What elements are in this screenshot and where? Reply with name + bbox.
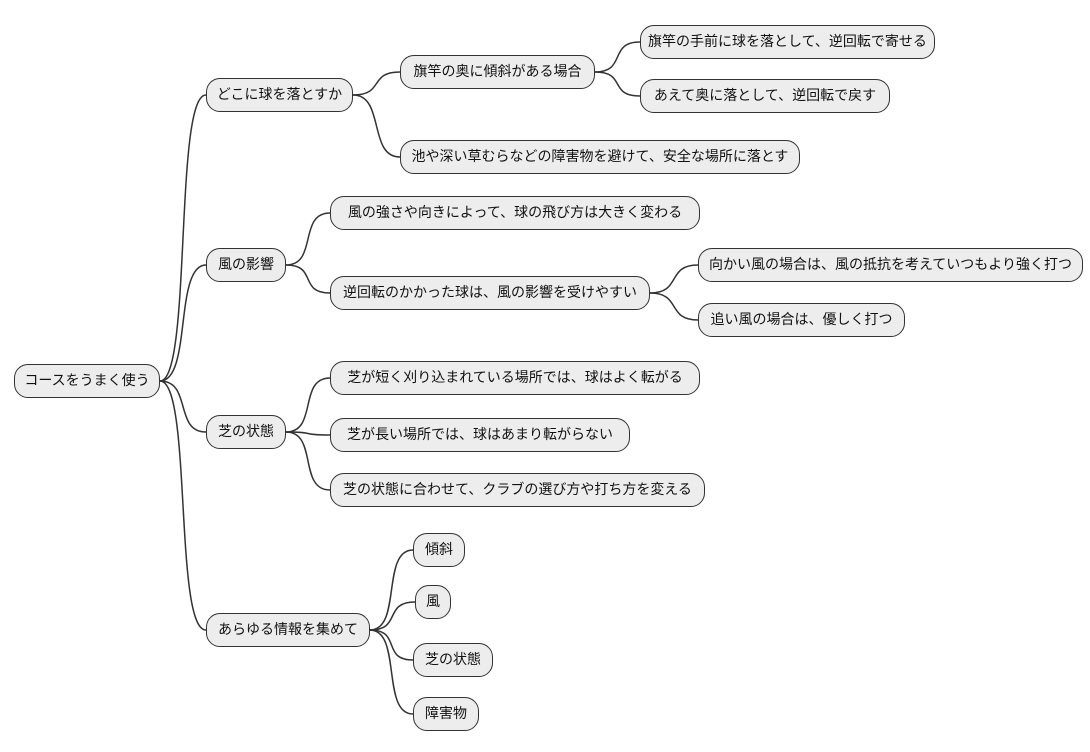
node-headwind-hit-stronger[interactable]: 向かい風の場合は、風の抵抗を考えていつもより強く打つ: [698, 248, 1083, 282]
edge-branch1-child1-leaf1: [594, 41, 641, 73]
edge-root-branch4: [159, 380, 207, 631]
edge-root-branch1: [159, 94, 207, 382]
edge-branch3-child1: [285, 377, 331, 433]
node-avoid-hazards-safe-spot[interactable]: 池や深い草むらなどの障害物を避けて、安全な場所に落とす: [400, 140, 800, 174]
edge-branch3-child2: [285, 431, 331, 436]
node-slope-behind-flagstick[interactable]: 旗竿の奥に傾斜がある場合: [400, 55, 595, 89]
edge-branch4-child2: [369, 601, 416, 631]
node-gather-all-information[interactable]: あらゆる情報を集めて: [206, 613, 370, 647]
node-info-obstacles[interactable]: 障害物: [413, 697, 479, 731]
node-info-turf-condition[interactable]: 芝の状態: [413, 643, 493, 677]
node-drop-short-backspin[interactable]: 旗竿の手前に球を落として、逆回転で寄せる: [640, 25, 935, 59]
node-info-slope[interactable]: 傾斜: [413, 533, 465, 567]
edge-branch2-child2: [285, 264, 331, 294]
edge-branch2-child2-leaf1: [649, 264, 699, 294]
node-tailwind-hit-gently[interactable]: 追い風の場合は、優しく打つ: [698, 303, 905, 337]
node-wind-changes-flight[interactable]: 風の強さや向きによって、球の飛び方は大きく変わる: [330, 196, 700, 230]
edge-branch1-child1: [352, 71, 401, 96]
edge-root-branch2: [159, 264, 207, 382]
node-short-grass-rolls-well[interactable]: 芝が短く刈り込まれている場所では、球はよく転がる: [330, 361, 700, 395]
node-backspin-wind-sensitive[interactable]: 逆回転のかかった球は、風の影響を受けやすい: [330, 276, 650, 310]
edge-branch3-child3: [285, 431, 331, 491]
edge-branch4-child3: [369, 629, 414, 661]
edge-branch2-child1: [285, 212, 331, 266]
node-adjust-club-and-swing[interactable]: 芝の状態に合わせて、クラブの選び方や打ち方を変える: [330, 473, 705, 507]
edge-branch1-child2: [352, 94, 401, 158]
edge-branch4-child1: [369, 549, 414, 631]
node-info-wind[interactable]: 風: [415, 585, 451, 619]
node-long-grass-rolls-less[interactable]: 芝が長い場所では、球はあまり転がらない: [330, 418, 630, 452]
node-drop-deep-backspin[interactable]: あえて奥に落として、逆回転で戻す: [640, 79, 890, 113]
edge-branch4-child4: [369, 629, 414, 715]
node-where-to-drop-ball[interactable]: どこに球を落とすか: [206, 78, 353, 112]
edge-branch2-child2-leaf2: [649, 292, 699, 321]
edge-branch1-child1-leaf2: [594, 71, 641, 97]
edge-root-branch3: [159, 380, 207, 433]
node-root[interactable]: コースをうまく使う: [14, 364, 160, 398]
node-wind-influence[interactable]: 風の影響: [206, 248, 286, 282]
node-turf-condition[interactable]: 芝の状態: [206, 415, 286, 449]
